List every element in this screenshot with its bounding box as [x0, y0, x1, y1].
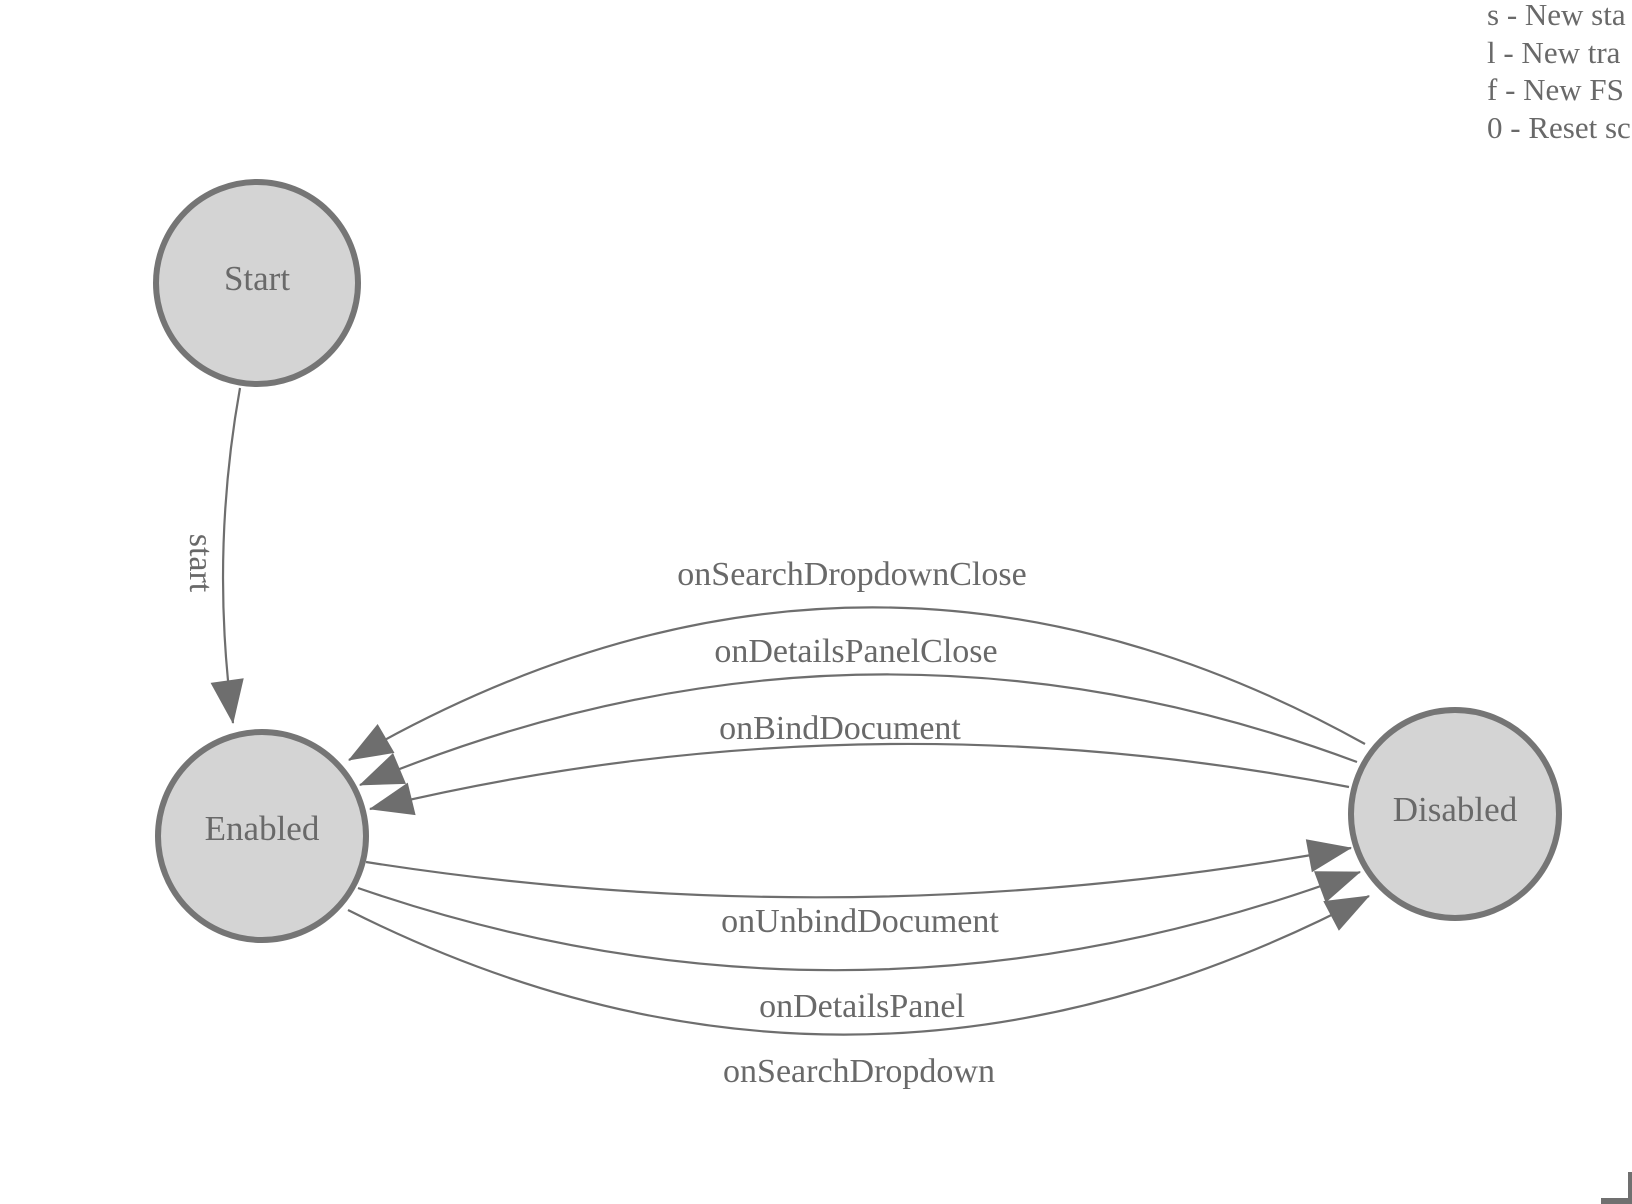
node-disabled[interactable]: Disabled — [1348, 707, 1562, 921]
legend-line: s - New sta — [1487, 0, 1626, 32]
edge-label-start: start — [182, 534, 219, 593]
edge-label-onbinddocument: onBindDocument — [719, 710, 961, 747]
state-circle-start[interactable] — [153, 179, 361, 387]
edge-onbinddocument — [368, 742, 1350, 816]
edge-label-onunbinddocument: onUnbindDocument — [721, 903, 999, 940]
edge-label-group: start onSearchDropdownClose onDetailsPan… — [182, 534, 1027, 1090]
shortcut-legend: s - New sta l - New tra f - New FS 0 - R… — [1487, 0, 1631, 146]
edge-ondetailspanel — [357, 870, 1361, 972]
legend-line: 0 - Reset sc — [1487, 109, 1631, 145]
edge-ondetailspanelclose — [359, 673, 1358, 787]
edge-label-onsearchdropdownclose: onSearchDropdownClose — [677, 556, 1026, 593]
edge-onunbinddocument — [365, 839, 1353, 899]
edge-label-onsearchdropdown: onSearchDropdown — [723, 1053, 995, 1090]
state-circle-enabled[interactable] — [155, 729, 369, 943]
state-label-start: Start — [224, 259, 290, 298]
state-label-enabled: Enabled — [205, 809, 320, 848]
edge-start — [210, 387, 244, 725]
edge-label-ondetailspanelclose: onDetailsPanelClose — [714, 633, 997, 670]
legend-line: f - New FS — [1487, 72, 1624, 107]
legend-line: l - New tra — [1487, 34, 1621, 70]
node-enabled[interactable]: Enabled — [155, 729, 369, 943]
state-circle-disabled[interactable] — [1348, 707, 1562, 921]
canvas-corner-mark — [1601, 1172, 1632, 1204]
edge-onsearchdropdownclose — [348, 606, 1366, 761]
edge-label-ondetailspanel: onDetailsPanel — [759, 988, 965, 1025]
node-start[interactable]: Start — [153, 179, 361, 387]
edge-onsearchdropdown — [347, 895, 1370, 1036]
state-label-disabled: Disabled — [1393, 790, 1518, 829]
edge-group — [210, 387, 1370, 1036]
